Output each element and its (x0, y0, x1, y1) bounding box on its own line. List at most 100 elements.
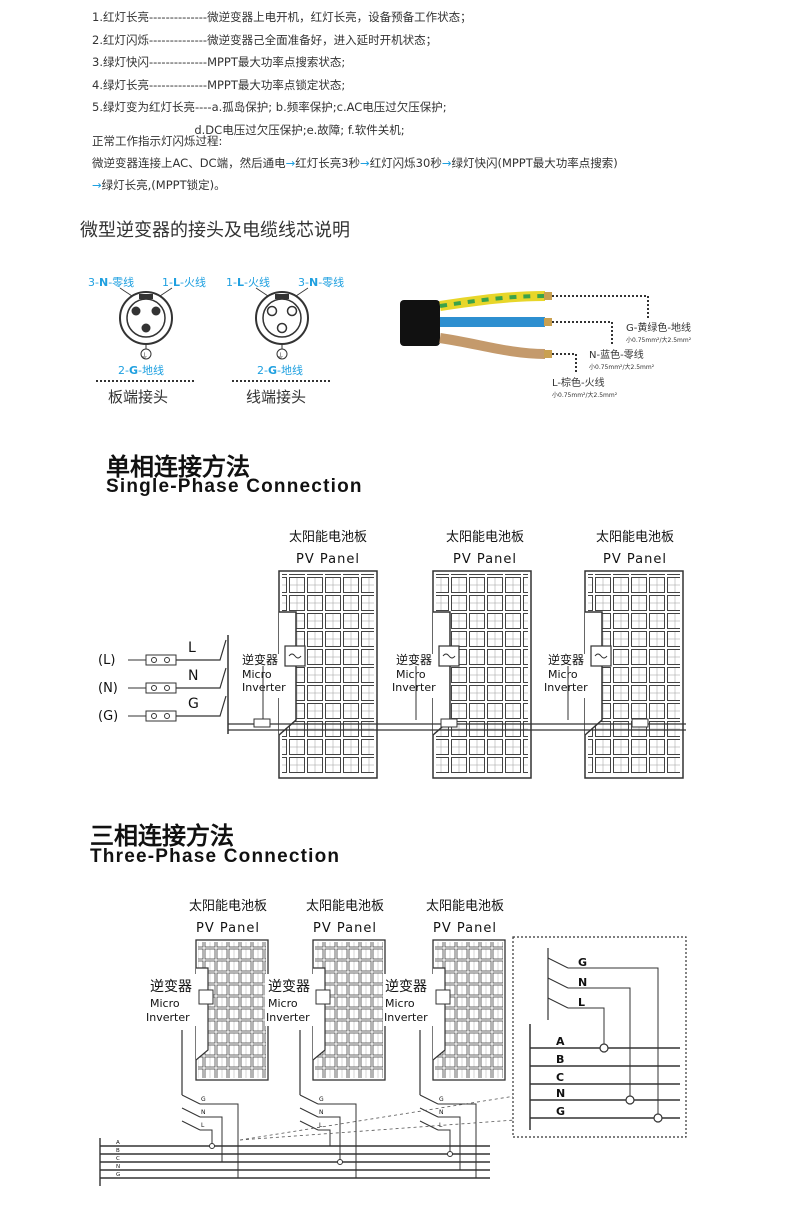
label-letter: L (173, 276, 180, 289)
switch-group (181, 1094, 477, 1178)
label-text: -火线 (180, 275, 206, 289)
board-connector: 3-N-零线 1-L-火线 ⏚ 2-G-地线 板端接头 (88, 275, 206, 406)
normal-process: 正常工作指示灯闪烁过程: 微逆变器连接上AC、DC端，然后通电→红灯长亮3秒→红… (92, 130, 618, 196)
single-phase-diagram: 太阳能电池板 PV Panel 太阳能电池板 PV Panel 太阳能电池板 P… (98, 530, 686, 779)
panel-label-en: PV Panel (603, 552, 667, 567)
inverter-label-en1: Micro (268, 997, 298, 1010)
panel-label-en: PV Panel (196, 921, 260, 936)
label-text: -零线 (108, 275, 134, 289)
bus-a: A (116, 1140, 120, 1146)
letter-n: N (188, 668, 198, 684)
inverter-label-en2: Inverter (146, 1011, 190, 1024)
label-letter: L (237, 276, 244, 289)
label-num: 2- (118, 364, 129, 377)
cable-g-label: G-黄绿色-地线 (626, 321, 691, 334)
normal-seg: 红灯闪烁30秒 (369, 156, 442, 170)
detail-bus-c: C (556, 1071, 564, 1084)
bus-n: N (116, 1164, 120, 1170)
ground-icon: ⏚ (277, 352, 284, 360)
inverter-label-en2: Inverter (384, 1011, 428, 1024)
line-g-label: (G) (98, 709, 118, 724)
panel-label-en: PV Panel (433, 921, 497, 936)
line-connector-label: 线端接头 (246, 388, 306, 406)
panel-label-cn: 太阳能电池板 (289, 530, 367, 545)
mini-g: G (319, 1096, 324, 1103)
status-line-1: 1.红灯长亮--------------微逆变器上电开机，红灯长亮，设备预备工作… (92, 10, 472, 24)
ground-icon: ⏚ (141, 352, 148, 360)
detail-l: L (578, 996, 585, 1009)
inverter-label-en1: Micro (396, 668, 426, 681)
label-letter: N (99, 276, 108, 289)
bus-c: C (116, 1156, 120, 1162)
svg-text:1-L-火线: 1-L-火线 (226, 275, 270, 289)
status-line-5: 5.绿灯变为红灯长亮----a.孤岛保护; b.频率保护;c.AC电压过欠压保护… (92, 100, 447, 114)
arrow: → (92, 178, 102, 192)
detail-n: N (578, 976, 587, 989)
normal-line-2: →绿灯长亮,(MPPT锁定)。 (92, 174, 618, 196)
single-phase-title-cn: 单相连接方法 (106, 453, 250, 481)
svg-text:3-N-零线: 3-N-零线 (298, 275, 344, 289)
line-l-label: (L) (98, 653, 115, 668)
cable-n-spec: 小0.75mm²/大2.5mm² (589, 363, 655, 371)
svg-text:3-N-零线: 3-N-零线 (88, 275, 134, 289)
letter-g: G (188, 696, 199, 712)
line-n-label: (N) (98, 681, 118, 696)
inverter-label-en2: Inverter (242, 681, 286, 694)
panel-label-cn: 太阳能电池板 (596, 530, 674, 545)
inverter-label-en1: Micro (548, 668, 578, 681)
mini-n: N (439, 1109, 444, 1116)
inverter-label-en2: Inverter (266, 1011, 310, 1024)
mini-l: L (319, 1122, 323, 1129)
label-text: -火线 (244, 275, 270, 289)
svg-text:2-G-地线: 2-G-地线 (118, 363, 164, 377)
line-connector: 1-L-火线 3-N-零线 ⏚ 2-G-地线 线端接头 (226, 275, 344, 406)
panel-label-en: PV Panel (453, 552, 517, 567)
inverter-label-en1: Micro (385, 997, 415, 1010)
normal-seg: 绿灯长亮,(MPPT锁定)。 (101, 178, 226, 192)
detail-bus-b: B (556, 1053, 564, 1066)
bus-b: B (116, 1148, 120, 1154)
mini-l: L (201, 1122, 205, 1129)
detail-bus-g: G (556, 1105, 565, 1118)
status-list: 1.红灯长亮--------------微逆变器上电开机，红灯长亮，设备预备工作… (92, 6, 472, 141)
svg-text:2-G-地线: 2-G-地线 (257, 363, 303, 377)
status-line-6: d.DC电压过欠压保护;e.故障; f.软件关机; (92, 122, 405, 137)
detail-bus-n: N (556, 1087, 565, 1100)
label-letter: N (309, 276, 318, 289)
normal-line-1: 微逆变器连接上AC、DC端，然后通电→红灯长亮3秒→红灯闪烁30秒→绿灯快闪(M… (92, 152, 618, 174)
mini-n: N (201, 1109, 206, 1116)
label-num: 1- (162, 276, 173, 289)
inverter-label-cn: 逆变器 (268, 979, 310, 995)
label-num: 3- (298, 276, 309, 289)
inverter-label-en1: Micro (150, 997, 180, 1010)
inverter-label-cn: 逆变器 (385, 979, 427, 995)
mini-l: L (439, 1122, 443, 1129)
arrow: → (285, 156, 296, 170)
letter-l: L (188, 640, 196, 656)
inverter-label-cn: 逆变器 (548, 652, 584, 667)
panel-label-cn: 太阳能电池板 (426, 899, 504, 914)
panel-label-cn: 太阳能电池板 (446, 530, 524, 545)
inverter-label-cn: 逆变器 (150, 979, 192, 995)
three-phase-diagram: 太阳能电池板 PV Panel 太阳能电池板 PV Panel 太阳能电池板 P… (99, 899, 687, 1186)
svg-text:1-L-火线: 1-L-火线 (162, 275, 206, 289)
status-line-2: 2.红灯闪烁--------------微逆变器己全面准备好，进入延时开机状态； (92, 32, 438, 47)
three-phase-title-en: Three-Phase Connection (90, 846, 341, 867)
normal-seg: 红灯长亮3秒 (295, 156, 361, 170)
cable-g-spec: 小0.75mm²/大2.5mm² (626, 336, 692, 344)
status-line-3: 3.绿灯快闪--------------MPPT最大功率点搜索状态; (92, 55, 346, 69)
status-line-4: 4.绿灯长亮--------------MPPT最大功率点锁定状态; (92, 77, 346, 92)
inverter-label-en2: Inverter (392, 681, 436, 694)
mini-n: N (319, 1109, 324, 1116)
arrow: → (441, 156, 452, 170)
cable-l-label: L-棕色-火线 (552, 376, 605, 389)
panel-label-cn: 太阳能电池板 (306, 899, 384, 914)
inverter-label-en2: Inverter (544, 681, 588, 694)
inverter-label-en1: Micro (242, 668, 272, 681)
label-text: -地线 (277, 363, 303, 377)
normal-title: 正常工作指示灯闪烁过程: (92, 134, 223, 148)
inverter-label-cn: 逆变器 (396, 652, 432, 667)
three-phase-title-cn: 三相连接方法 (90, 822, 234, 850)
label-text: -地线 (138, 363, 164, 377)
label-num: 3- (88, 276, 99, 289)
